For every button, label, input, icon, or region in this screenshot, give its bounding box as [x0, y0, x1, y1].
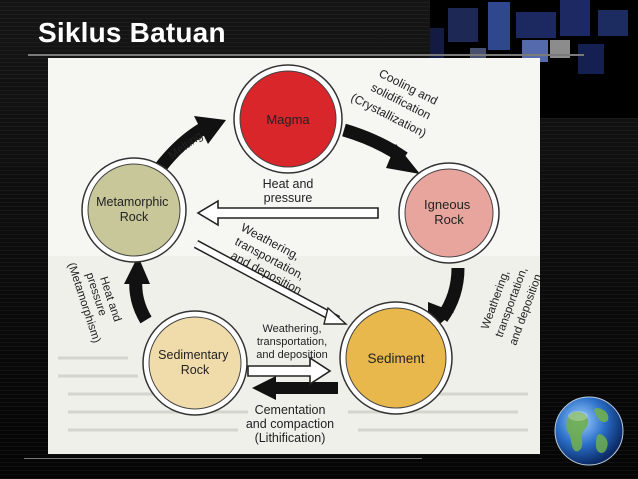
metamorphic-label-2: Rock [120, 210, 149, 224]
node-metamorphic-rock: Metamorphic Rock [81, 157, 187, 263]
label-cementation-3: (Lithification) [255, 431, 326, 445]
arrow-heat-pressure-top [196, 199, 379, 227]
arrow-heat-pressure-left [124, 256, 152, 324]
magma-label: Magma [266, 112, 310, 127]
node-sediment: Sediment [339, 301, 453, 415]
sediment-label: Sediment [367, 351, 424, 366]
node-sedimentary-rock: Sedimentary Rock [142, 310, 248, 416]
svg-text:Metamorphic Rock: Metamorphic Rock [96, 195, 172, 224]
label-heat-pressure-top-1: Heat and [263, 177, 314, 191]
label-weathering-mid-1: Weathering, [262, 323, 321, 335]
arrow-cementation [252, 376, 338, 400]
metamorphic-label-1: Metamorphic [96, 195, 168, 209]
globe-icon [554, 396, 624, 466]
svg-text:Sedimentary Rock: Sedimentary Rock [158, 348, 232, 377]
arrow-melting [154, 116, 226, 173]
label-heat-pressure-top-2: pressure [264, 191, 313, 205]
label-cementation-2: and compaction [246, 417, 334, 431]
arrow-weathering-mid [247, 356, 332, 386]
rock-cycle-diagram: Magma Igneous Rock Metamorphic Rock Sedi… [48, 58, 540, 454]
svg-text:Igneous Rock: Igneous Rock [424, 197, 474, 227]
label-cementation-1: Cementation [255, 403, 326, 417]
background-scan-lines [58, 356, 528, 432]
sedimentary-circle [148, 316, 242, 410]
label-weathering-mid-3: and deposition [256, 349, 328, 361]
sedimentary-label-2: Rock [181, 363, 210, 377]
metamorphic-circle [87, 163, 181, 257]
bottom-divider [24, 458, 422, 459]
magma-circle [239, 70, 337, 168]
label-cementation: Cementation and compaction (Lithificatio… [246, 403, 334, 445]
label-weathering-mid: Weathering, transportation, and depositi… [256, 323, 328, 361]
igneous-label-2: Rock [434, 212, 464, 227]
title-divider [28, 54, 584, 56]
sediment-circle [345, 307, 447, 409]
slide-title: Siklus Batuan [38, 17, 226, 48]
label-weathering-mid-2: transportation, [257, 336, 327, 348]
sedimentary-label-1: Sedimentary [158, 348, 229, 362]
arrow-weathering-diagonal [193, 240, 348, 325]
node-magma: Magma [233, 64, 343, 174]
label-heat-pressure-top: Heat and pressure [263, 177, 314, 205]
arrow-cooling [342, 123, 420, 174]
igneous-circle [404, 168, 494, 258]
node-igneous-rock: Igneous Rock [398, 162, 500, 264]
igneous-label-1: Igneous [424, 197, 471, 212]
